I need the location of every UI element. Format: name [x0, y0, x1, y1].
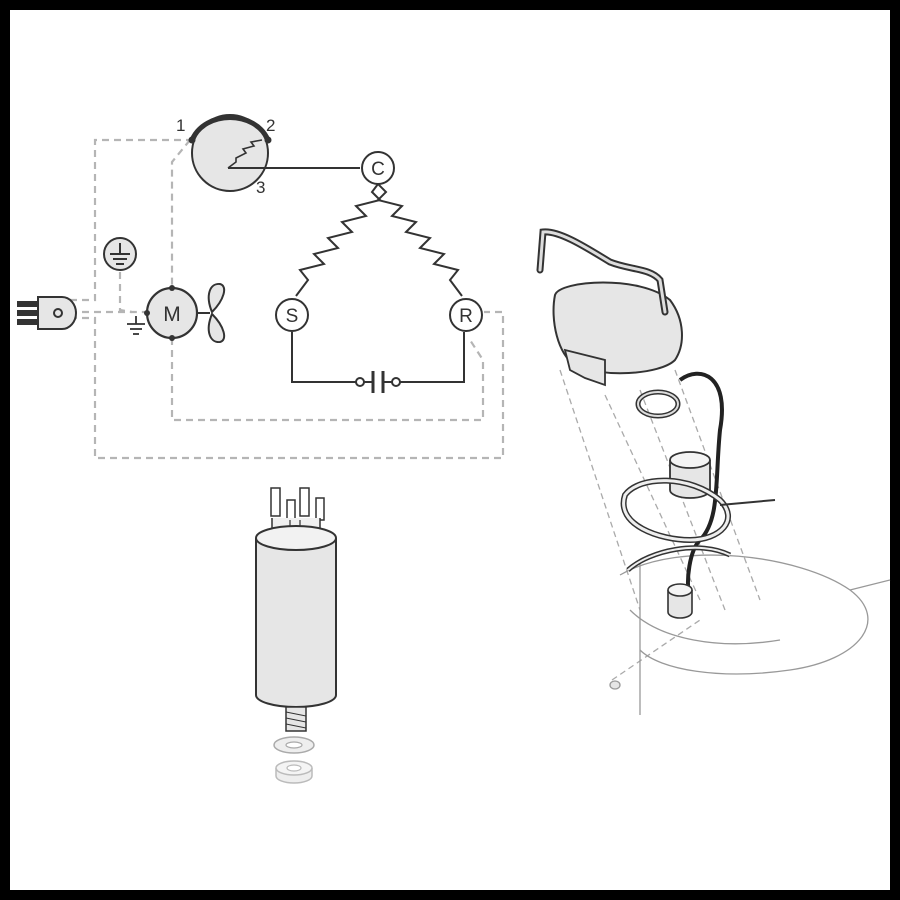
terminal-r: R	[449, 298, 483, 332]
capacitor-icon	[355, 371, 401, 393]
terminal-c-label: C	[371, 159, 385, 180]
motor-label: M	[163, 303, 181, 326]
terminal-s-label: S	[286, 306, 299, 327]
dashed-wiring	[70, 138, 505, 460]
terminal-r-label: R	[459, 306, 473, 327]
ground-icon-small	[127, 316, 145, 335]
compressor-windings	[291, 183, 465, 383]
terminal-2-label: 2	[266, 116, 275, 135]
fan-motor: M	[144, 285, 199, 341]
relay-assembly-illustration	[536, 228, 891, 715]
terminal-s: S	[275, 298, 309, 332]
terminal-1-label: 1	[176, 116, 185, 135]
motor-capacitor-illustration	[255, 487, 337, 784]
thermostat: 1 2 3	[176, 114, 275, 197]
fan-icon	[198, 282, 226, 344]
power-plug-icon	[17, 296, 77, 330]
terminal-3-label: 3	[256, 178, 265, 197]
diagram-canvas: M 1 2 3	[10, 10, 891, 890]
terminal-c: C	[361, 151, 395, 185]
ground-icon	[103, 237, 137, 271]
